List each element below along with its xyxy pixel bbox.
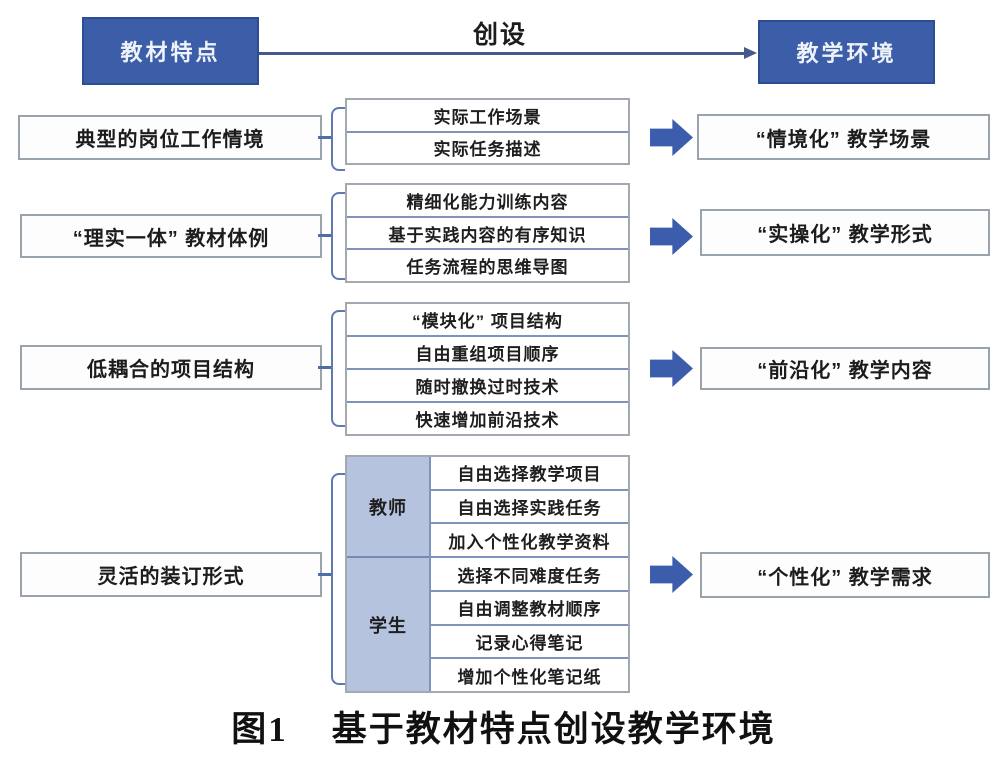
list-item: 自由选择教学项目 — [457, 465, 602, 485]
row2-left-box: “理实一体” 教材体例 — [20, 214, 322, 258]
row1-connector-stub — [318, 136, 333, 139]
list-item: 自由选择实践任务 — [431, 488, 628, 523]
right-arrow-icon — [650, 350, 693, 387]
list-item: 快速增加前沿技术 — [347, 401, 628, 434]
row3-connector-stub — [318, 366, 333, 369]
list-item: 增加个性化笔记纸 — [431, 657, 628, 691]
row3-items-group: “模块化” 项目结构 自由重组项目顺序 随时撤换过时技术 快速增加前沿技术 — [345, 302, 630, 436]
list-item: 记录心得笔记 — [431, 623, 628, 658]
list-item: “模块化” 项目结构 — [412, 312, 563, 331]
row4-right-box: “个性化” 教学需求 — [700, 552, 990, 598]
row1-bracket — [331, 107, 345, 171]
row1-left-box: 典型的岗位工作情境 — [18, 115, 322, 160]
figure-title: 基于教材特点创设教学环境 — [331, 710, 776, 749]
row3-bracket — [331, 310, 345, 427]
list-item: 实际工作场景 — [433, 107, 542, 127]
row4-connector-stub — [318, 573, 333, 576]
row1-right-box: “情境化” 教学场景 — [697, 114, 990, 160]
row3-left-box: 低耦合的项目结构 — [20, 345, 322, 390]
right-arrow-icon — [650, 218, 693, 255]
right-arrow-icon — [650, 119, 693, 156]
list-item: 自由重组项目顺序 — [347, 335, 628, 368]
list-item: 基于实践内容的有序知识 — [347, 215, 628, 249]
header-target-box: 教学环境 — [758, 20, 935, 84]
row3-right-box: “前沿化” 教学内容 — [700, 347, 990, 390]
create-connector-line — [259, 52, 747, 55]
role-label-column: 教师 学生 — [347, 457, 431, 691]
list-item: 任务流程的思维导图 — [347, 248, 628, 281]
figure-caption: 图1 基于教材特点创设教学环境 — [0, 701, 1007, 752]
list-item: 自由调整教材顺序 — [431, 589, 628, 624]
right-arrow-icon — [650, 556, 693, 593]
list-item: 加入个性化教学资料 — [431, 522, 628, 556]
row2-connector-stub — [318, 234, 333, 237]
list-item: 随时撤换过时技术 — [347, 368, 628, 401]
list-item: 精细化能力训练内容 — [406, 192, 569, 212]
role-items-column: 自由选择教学项目 自由选择实践任务 加入个性化教学资料 选择不同难度任务 自由调… — [431, 457, 628, 691]
row2-right-box: “实操化” 教学形式 — [700, 209, 990, 256]
row4-left-box: 灵活的装订形式 — [20, 552, 322, 597]
list-item: 实际任务描述 — [347, 130, 628, 164]
header-source-box: 教材特点 — [82, 17, 259, 85]
figure-label: 图1 — [231, 710, 288, 749]
row1-items-group: 实际工作场景 实际任务描述 — [345, 98, 630, 165]
teacher-label: 教师 — [369, 497, 407, 518]
student-label: 学生 — [347, 556, 429, 691]
list-item: 选择不同难度任务 — [431, 556, 628, 590]
row2-items-group: 精细化能力训练内容 基于实践内容的有序知识 任务流程的思维导图 — [345, 183, 630, 283]
arrowhead-icon — [744, 47, 757, 59]
row4-items-group: 教师 学生 自由选择教学项目 自由选择实践任务 加入个性化教学资料 选择不同难度… — [345, 455, 630, 693]
create-arrow-label: 创设 — [472, 21, 527, 49]
row2-bracket — [331, 192, 345, 280]
row4-bracket — [331, 473, 345, 685]
